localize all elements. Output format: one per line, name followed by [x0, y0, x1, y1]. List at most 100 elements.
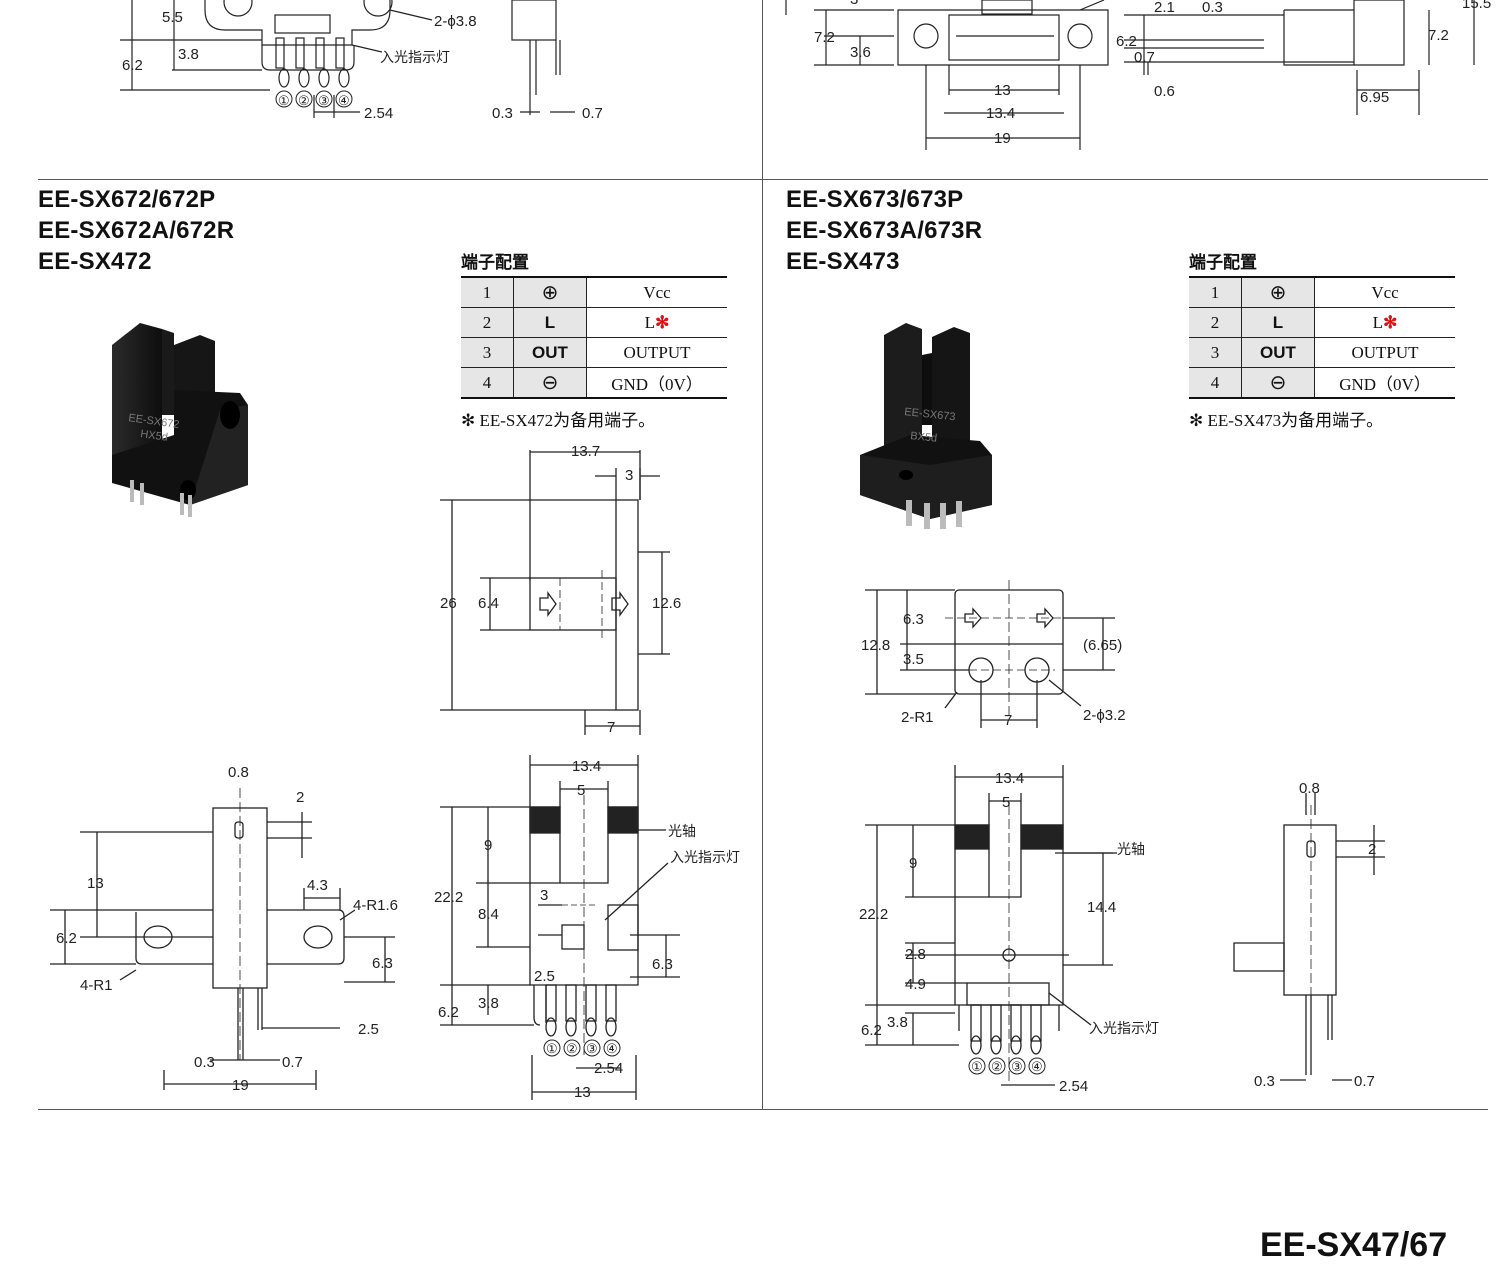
dim-6-2b: 6.2: [1116, 33, 1137, 50]
dim-6-2: 6.2: [122, 57, 143, 74]
dim-0-7b: 0.7: [1134, 49, 1155, 66]
dim-13-4-front: 13.4: [572, 758, 601, 775]
photo-sub: BX5d: [910, 430, 938, 445]
table-row: 1⊕Vcc: [1189, 276, 1455, 308]
pin-table-title: 端子配置: [1189, 253, 1257, 273]
dim-3-8: 3.8: [178, 46, 199, 63]
indicator-label-front: 入光指示灯: [670, 850, 740, 866]
dim-0-8: 0.8: [228, 764, 249, 781]
pin-circle-4b: ④: [1031, 1059, 1043, 1074]
dim-2-54b: 2.54: [1059, 1078, 1088, 1095]
dim-6-2-left: 6.2: [56, 930, 77, 947]
dim-13: 13: [994, 82, 1011, 99]
side-view-673: 0.8 2 0.3 0.7: [1233, 780, 1385, 1090]
product-photo-672: EE-SX672 HX5d: [112, 323, 248, 517]
dim-0-6: 0.6: [1154, 83, 1175, 100]
dim-0-7-side: 0.7: [1354, 1073, 1375, 1090]
dim-5-slot2: 5: [1002, 794, 1010, 811]
dim-2-1: 2.1: [1154, 0, 1175, 16]
dim-3: 3: [850, 0, 858, 8]
optical-axis-label: 光轴: [668, 824, 696, 840]
optical-axis-label2: 光轴: [1117, 842, 1145, 858]
pin-circle-1b: ①: [971, 1059, 983, 1074]
front-view-673: 13.4 5 光轴 22.2 9 14.4 2.8 4.9 3.8 6.2 入光…: [859, 765, 1159, 1095]
pin-note: ✻ EE-SX472为备用端子。: [461, 411, 656, 430]
top-left-drawing: 5.5 6.2 3.8 2-ϕ3.8 入光指示灯 ① ② ③ ④ 2.54 0.…: [120, 0, 603, 122]
pin-circle-3b: ③: [1011, 1059, 1023, 1074]
dim-0-3: 0.3: [492, 105, 513, 122]
dim-2: 2: [296, 789, 304, 806]
dim-2-54-front: 2.54: [594, 1060, 623, 1077]
dim-holes: 2-ϕ3.8: [434, 13, 477, 30]
photo-label: EE-SX673: [904, 406, 956, 423]
dim-3-front: 3: [540, 887, 548, 904]
pin-3: ③: [318, 93, 330, 108]
pin-note: ✻ EE-SX473为备用端子。: [1189, 411, 1384, 430]
dim-13-left: 13: [87, 875, 104, 892]
pin-circle-2: ②: [566, 1041, 578, 1056]
dim-7-2: 7.2: [814, 29, 835, 46]
pin-4: ④: [338, 93, 350, 108]
dim-22-2: 22.2: [434, 889, 463, 906]
dim-12-8: 12.8: [861, 637, 890, 654]
dim-6-95: 6.95: [1360, 89, 1389, 106]
dim-13-4-front2: 13.4: [995, 770, 1024, 787]
indicator-label2: 入光指示灯: [1089, 1021, 1159, 1037]
pin-2: ②: [298, 93, 310, 108]
flange-view-672: 0.8 2 13 4.3 4-R1.6 6.2 4-R1 6.3 2.5 0.3…: [50, 764, 398, 1094]
dim-2-phi-3-2: 2-ϕ3.2: [1083, 707, 1126, 724]
footer-title: EE-SX47/67: [1260, 1226, 1448, 1264]
dim-4-9: 4.9: [905, 976, 926, 993]
model-line-2: EE-SX673A/673R: [786, 217, 983, 244]
indicator-label: 入光指示灯: [380, 50, 450, 66]
section1-models: EE-SX672/672P EE-SX672A/672R EE-SX472: [38, 184, 234, 277]
dim-8-4: 8.4: [478, 906, 499, 923]
model-line-1: EE-SX673/673P: [786, 186, 964, 213]
dim-15-5: 15.5: [1462, 0, 1491, 12]
dim-6-65: (6.65): [1083, 637, 1122, 654]
dim-7-side: 7: [607, 719, 615, 736]
dim-7-top: 7: [1004, 712, 1012, 729]
dim-4-R1-6: 4-R1.6: [353, 897, 398, 914]
table-row: 1⊕Vcc: [461, 276, 727, 308]
pin-circle-3: ③: [586, 1041, 598, 1056]
dim-6-3-left: 6.3: [372, 955, 393, 972]
pin-circle-1: ①: [546, 1041, 558, 1056]
dim-6-3-front: 6.3: [652, 956, 673, 973]
pin-1: ①: [278, 93, 290, 108]
dim-13-front: 13: [574, 1084, 591, 1101]
dim-5-slot: 5: [577, 782, 585, 799]
table-row: 4⊖GND（0V）: [461, 367, 727, 399]
dim-13-4: 13.4: [986, 105, 1015, 122]
horizontal-divider-bottom: [38, 1109, 1488, 1110]
table-row: 4⊖GND（0V）: [1189, 367, 1455, 399]
dim-13-7: 13.7: [571, 443, 600, 460]
horizontal-divider-top: [38, 179, 1488, 180]
dim-2-R1: 2-R1: [901, 709, 934, 726]
side-view-672: 13.7 3 26 6.4 12.6 7: [440, 443, 681, 736]
dim-2-side: 2: [1368, 841, 1376, 858]
dim-6-4: 6.4: [478, 595, 499, 612]
dim-19: 19: [994, 130, 1011, 147]
pin-circle-2b: ②: [991, 1059, 1003, 1074]
dim-0-3-side: 0.3: [1254, 1073, 1275, 1090]
photo-sub: HX5d: [140, 428, 169, 444]
dim-19-left: 19: [232, 1077, 249, 1094]
dim-2-8: 2.8: [905, 946, 926, 963]
dim-9: 9: [484, 837, 492, 854]
model-line-2: EE-SX672A/672R: [38, 217, 235, 244]
pin-table-title: 端子配置: [461, 253, 529, 273]
dim-pitch: 2.54: [364, 105, 393, 122]
top-right-drawing: 7.2 3.6 13 13.4 19 2.1 0.3 6.2 0.7 0.6 6…: [785, 0, 1491, 150]
dim-6-3-top: 6.3: [903, 611, 924, 628]
model-line-3: EE-SX473: [786, 248, 900, 275]
dim-4-R1: 4-R1: [80, 977, 113, 994]
dim-12-6: 12.6: [652, 595, 681, 612]
dim-0-8-side: 0.8: [1299, 780, 1320, 797]
model-line-1: EE-SX672/672P: [38, 186, 216, 213]
vertical-divider: [762, 0, 763, 1110]
